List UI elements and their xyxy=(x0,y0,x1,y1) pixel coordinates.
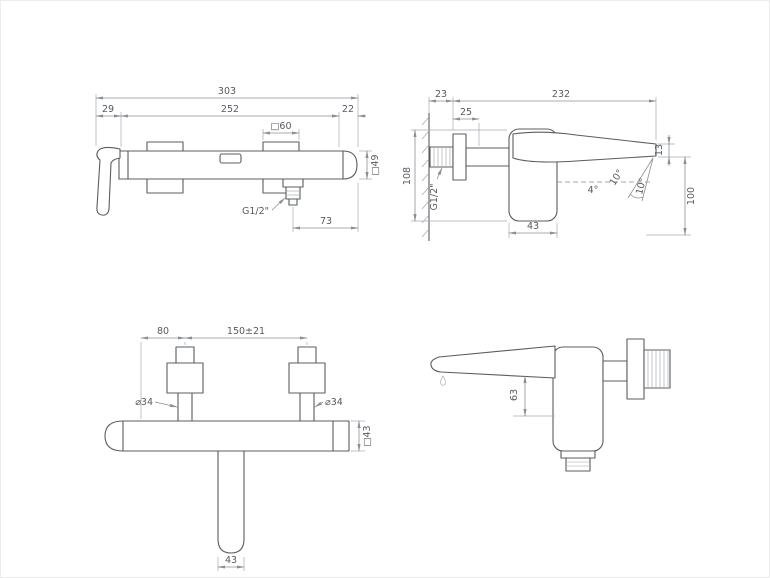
wall-hatch-line xyxy=(421,130,430,140)
dim-plan-body-section: □43 xyxy=(362,425,373,446)
mirrored-thread-nipple xyxy=(643,349,671,389)
wall-hatch-line xyxy=(421,214,430,224)
plan-right-stem xyxy=(299,392,315,422)
front-lever-handle xyxy=(96,146,121,216)
dim-plan-spout-width: 43 xyxy=(225,555,237,566)
plan-left-union xyxy=(175,346,195,364)
water-spray-line xyxy=(641,157,654,202)
side-spout xyxy=(512,131,657,163)
wall-hatch-line xyxy=(421,144,430,154)
dim-front-body-section: □49 xyxy=(370,154,381,175)
front-view-dimensions: 303 29 252 22 □60 □49 G1/2" 73 xyxy=(95,86,381,232)
plan-right-union xyxy=(297,346,317,364)
dim-mirrored-spout-drop: 63 xyxy=(509,389,520,401)
mirrored-outlet-flange xyxy=(560,450,596,459)
plan-view xyxy=(104,346,350,554)
dim-front-outlet-thread: G1/2" xyxy=(242,206,269,217)
dim-side-spray-angle-left: 10° xyxy=(608,168,626,188)
mirrored-side-view-dimensions: 63 xyxy=(509,375,555,417)
front-diverter-detail xyxy=(219,153,242,164)
dim-side-escutcheon-depth: 25 xyxy=(460,107,472,118)
leader-line xyxy=(314,401,324,408)
angle-arc xyxy=(629,193,644,199)
plan-view-dimensions: 80 150±21 ⌀34 ⌀34 □43 43 xyxy=(135,326,373,571)
front-mixer-body xyxy=(118,150,358,180)
front-view xyxy=(96,141,358,216)
wall-thread-nipple xyxy=(429,146,454,168)
dim-plan-connection-centers: 150±21 xyxy=(227,326,265,337)
dim-front-escutcheon-square: □60 xyxy=(270,121,291,132)
front-outlet-thread xyxy=(285,186,301,200)
dim-side-body-depth: 43 xyxy=(527,221,539,232)
dim-side-total-depth: 232 xyxy=(552,89,570,100)
dim-side-body-height: 108 xyxy=(402,167,413,185)
dim-side-spout-angle: 4° xyxy=(588,185,599,196)
plan-right-escutcheon xyxy=(288,362,326,394)
leader-line xyxy=(271,197,286,211)
mirrored-escutcheon xyxy=(626,338,645,400)
side-escutcheon xyxy=(452,133,467,181)
wall-hatch-line xyxy=(421,228,430,238)
front-outlet-tip xyxy=(288,198,298,206)
wall-hatch-line xyxy=(421,186,430,196)
plan-spout xyxy=(217,450,245,554)
mirrored-outlet-thread xyxy=(565,457,591,472)
wall-hatch-line xyxy=(421,116,430,126)
side-view xyxy=(421,113,657,241)
dim-front-end-cap: 22 xyxy=(342,104,354,115)
dim-front-body-width: 252 xyxy=(221,104,239,115)
dim-plan-escutcheon-left: ⌀34 xyxy=(135,397,153,408)
leader-line xyxy=(154,401,178,408)
dim-plan-handle-offset: 80 xyxy=(157,326,169,337)
dim-side-clearance: 100 xyxy=(686,187,697,205)
front-outlet-flange xyxy=(282,178,304,188)
dim-front-handle-overhang: 29 xyxy=(102,104,114,115)
side-connection-pipe xyxy=(465,147,510,167)
dim-front-total-width: 303 xyxy=(218,86,236,97)
leader-line xyxy=(436,167,443,180)
dim-side-wall-gap: 23 xyxy=(435,89,447,100)
wall-hatch-line xyxy=(421,158,430,168)
plan-left-escutcheon xyxy=(166,362,204,394)
mirrored-spout xyxy=(430,345,556,379)
dim-side-spray-angle-right: 10° xyxy=(634,177,649,196)
wall-hatch-line xyxy=(421,200,430,210)
water-spray-line xyxy=(627,157,654,199)
mirrored-side-view xyxy=(430,338,671,472)
mirrored-connection-pipe xyxy=(602,360,628,382)
wall-hatch-line xyxy=(421,172,430,182)
water-drip-icon xyxy=(440,375,446,386)
plan-mixer-body xyxy=(104,420,350,452)
mirrored-mixer-body xyxy=(552,346,604,452)
plan-left-stem xyxy=(177,392,193,422)
dim-plan-escutcheon-right: ⌀34 xyxy=(325,397,343,408)
dim-side-tip-drop: 13 xyxy=(654,144,665,156)
dim-front-outlet-offset: 73 xyxy=(320,216,332,227)
dim-side-wall-thread: G1/2" xyxy=(429,183,440,210)
